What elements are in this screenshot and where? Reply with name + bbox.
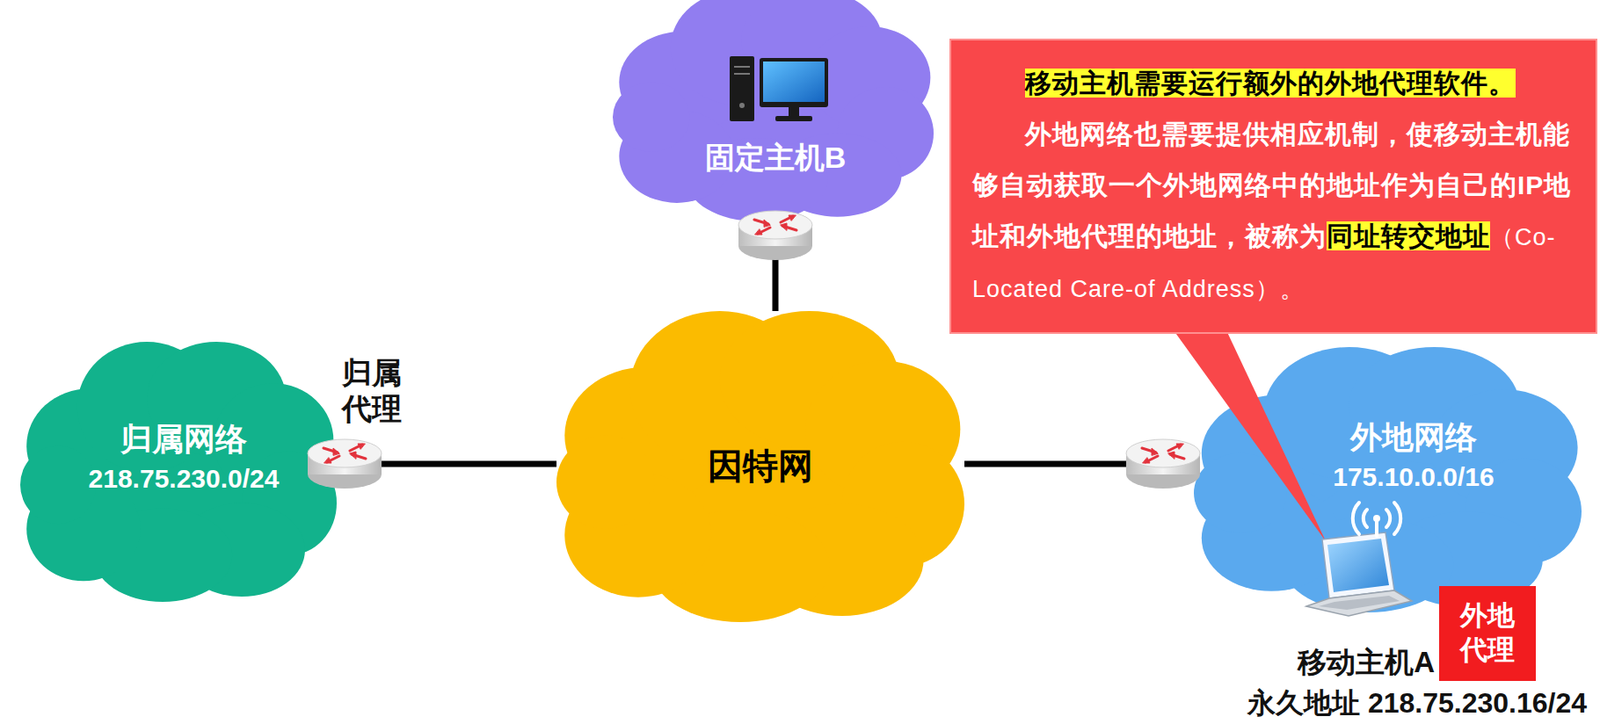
cloud-lobe — [612, 82, 691, 153]
network-name: 因特网 — [707, 442, 814, 490]
network-name: 固定主机B — [705, 138, 847, 179]
cloud-text-group: 归属网络218.75.230.0/24 — [88, 418, 280, 497]
callout-paragraph: 外地网络也需要提供相应机制，使移动主机能够自动获取一个外地网络中的地址作为自己的… — [972, 109, 1575, 315]
network-link — [336, 461, 557, 468]
cloud-lobe — [20, 445, 96, 524]
network-name: 外地网络 — [1332, 416, 1495, 460]
router-icon — [1126, 439, 1200, 489]
highlighted-text: 移动主机需要运行额外的外地代理软件。 — [1025, 68, 1516, 98]
cloud-lobe — [1193, 453, 1288, 534]
cloud-shape — [612, 0, 934, 222]
network-cloud: 因特网 — [556, 311, 965, 623]
cloud-text-group: 外地网络175.10.0.0/16 — [1332, 416, 1495, 495]
network-address: 218.75.230.0/24 — [88, 461, 280, 498]
host-name: 移动主机A — [1297, 645, 1435, 681]
cloud-text-group: 因特网 — [707, 442, 814, 490]
permanent-address: 永久地址 218.75.230.16/24 — [1247, 686, 1587, 720]
network-name: 归属网络 — [88, 418, 280, 462]
agent-text: 外地 代理 — [1457, 599, 1518, 669]
agent-box: 外地 代理 — [1439, 586, 1536, 682]
cloud-text-group: 固定主机B — [705, 138, 847, 179]
network-address: 175.10.0.0/16 — [1332, 459, 1495, 496]
network-cloud: 归属网络218.75.230.0/24 — [20, 341, 337, 603]
network-cloud: 固定主机B — [612, 0, 934, 222]
callout-box: 移动主机需要运行额外的外地代理软件。外地网络也需要提供相应机制，使移动主机能够自… — [949, 38, 1598, 335]
network-link — [964, 461, 1194, 468]
highlighted-term: 同址转交地址 — [1326, 221, 1491, 251]
network-link — [772, 221, 779, 312]
agent-label: 归属 代理 — [341, 355, 408, 428]
network-cloud: 外地网络175.10.0.0/16 — [1193, 347, 1582, 613]
callout-paragraph: 移动主机需要运行额外的外地代理软件。 — [972, 58, 1575, 110]
cloud-lobe — [556, 436, 655, 530]
